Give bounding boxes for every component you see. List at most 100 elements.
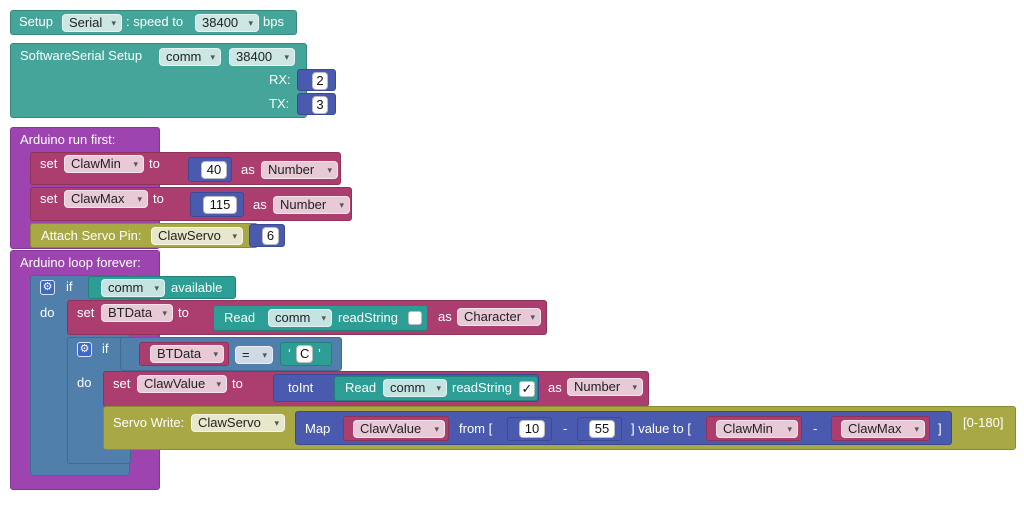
- clawmin-number-block[interactable]: 40: [188, 157, 232, 182]
- compare-op-dropdown[interactable]: = ▾: [235, 346, 273, 364]
- loop-forever-label: Arduino loop forever:: [20, 255, 141, 270]
- tx-number-block[interactable]: 3: [297, 93, 336, 115]
- comm-available-block[interactable]: comm ▾ available: [88, 276, 236, 299]
- attach-pin-number-block[interactable]: 6: [249, 224, 285, 247]
- map-clawmax-block[interactable]: ClawMax ▾: [831, 416, 930, 441]
- comm-available-dropdown[interactable]: comm ▾: [101, 279, 165, 297]
- btdata-type-dropdown[interactable]: Character ▾: [457, 308, 541, 326]
- chevron-down-icon: ▾: [210, 52, 215, 62]
- check-icon[interactable]: ✓: [519, 381, 535, 397]
- readstring-label: readString: [338, 310, 398, 325]
- map-clawvalue-value: ClawValue: [360, 421, 422, 436]
- chevron-down-icon: ▾: [284, 52, 289, 62]
- read-label: Read: [345, 380, 377, 395]
- as-label: as: [241, 162, 255, 177]
- map-clawvalue-block[interactable]: ClawValue ▾: [343, 416, 449, 441]
- rx-value-field[interactable]: 2: [312, 72, 328, 90]
- serial-port-value: Serial: [69, 15, 103, 30]
- map-clawmin-value: ClawMin: [723, 421, 773, 436]
- from-high-field[interactable]: 55: [589, 420, 615, 438]
- map-clawvalue-dropdown[interactable]: ClawValue ▾: [353, 420, 445, 438]
- range-label: [0-180]: [963, 415, 1004, 430]
- do-label: do: [77, 375, 92, 390]
- clawmin-type-value: Number: [268, 162, 315, 177]
- serial-port-dropdown[interactable]: Serial ▾: [62, 14, 122, 32]
- map-clawmin-dropdown[interactable]: ClawMin ▾: [716, 420, 798, 438]
- char-literal-block[interactable]: ‘ C ’: [280, 342, 332, 366]
- from-low-number-block[interactable]: 10: [507, 417, 552, 441]
- chevron-down-icon: ▾: [133, 159, 138, 169]
- compare-op-value: =: [242, 347, 250, 362]
- minus-label: -: [813, 421, 818, 436]
- attach-servo-dropdown[interactable]: ClawServo ▾: [151, 227, 243, 245]
- clawmax-var-dropdown[interactable]: ClawMax ▾: [64, 190, 148, 208]
- attach-servo-value: ClawServo: [158, 228, 221, 243]
- as-label: as: [253, 197, 267, 212]
- if-label: if: [102, 341, 109, 356]
- to-label: to: [178, 305, 189, 320]
- do-label: do: [40, 305, 55, 320]
- clawvalue-type-value: Number: [574, 379, 621, 394]
- if-label: if: [66, 279, 73, 294]
- clawmin-var-value: ClawMin: [71, 156, 121, 171]
- read-comm-value: comm: [275, 310, 311, 325]
- clawmax-value-field[interactable]: 115: [203, 196, 237, 214]
- chevron-down-icon: ▾: [248, 18, 253, 28]
- setup-label: Setup: [19, 14, 53, 29]
- read-comm-dropdown[interactable]: comm ▾: [268, 309, 332, 327]
- chevron-down-icon: ▾: [914, 424, 919, 434]
- as-label: as: [548, 380, 562, 395]
- chevron-down-icon: ▾: [327, 165, 332, 175]
- attach-pin-field[interactable]: 6: [262, 227, 279, 245]
- btdata-get-value: BTData: [157, 346, 202, 361]
- btdata-get-block[interactable]: BTData ▾: [139, 342, 229, 366]
- to-label: to: [232, 376, 243, 391]
- read-comm-2-dropdown[interactable]: comm ▾: [383, 379, 447, 397]
- map-clawmin-block[interactable]: ClawMin ▾: [706, 416, 802, 441]
- chevron-down-icon: ▾: [154, 283, 159, 293]
- readstring-checkbox[interactable]: [408, 311, 422, 325]
- set-clawmax-block[interactable]: set ClawMax ▾ to as Number ▾: [30, 187, 352, 221]
- clawmax-number-block[interactable]: 115: [190, 192, 244, 217]
- read-comm-block[interactable]: Read comm ▾ readString: [213, 305, 428, 331]
- rx-label: RX:: [269, 72, 291, 87]
- chevron-down-icon: ▾: [339, 200, 344, 210]
- from-high-number-block[interactable]: 55: [577, 417, 622, 441]
- setup-serial-block[interactable]: Setup Serial ▾ : speed to 38400 ▾ bps: [10, 10, 297, 35]
- clawmax-type-dropdown[interactable]: Number ▾: [273, 196, 350, 214]
- from-low-field[interactable]: 10: [519, 420, 545, 438]
- btdata-var-dropdown[interactable]: BTData ▾: [101, 304, 173, 322]
- clawmin-value-field[interactable]: 40: [201, 161, 227, 179]
- read-comm-2-block[interactable]: Read comm ▾ readString ✓: [334, 376, 538, 401]
- gear-icon[interactable]: ⚙: [40, 280, 55, 295]
- btdata-get-dropdown[interactable]: BTData ▾: [150, 345, 224, 363]
- software-serial-baud-dropdown[interactable]: 38400 ▾: [229, 48, 295, 66]
- value-to-label: ] value to [: [631, 421, 691, 436]
- tx-label: TX:: [269, 96, 290, 111]
- software-serial-name-value: comm: [166, 49, 202, 64]
- clawmin-var-dropdown[interactable]: ClawMin ▾: [64, 155, 144, 173]
- clawmin-type-dropdown[interactable]: Number ▾: [261, 161, 338, 179]
- btdata-type-value: Character: [464, 309, 522, 324]
- set-clawmin-block[interactable]: set ClawMin ▾ to as Number ▾: [30, 152, 341, 185]
- chevron-down-icon: ▾: [434, 424, 439, 434]
- software-serial-block[interactable]: SoftwareSerial Setup comm ▾ 38400 ▾ RX: …: [10, 43, 307, 118]
- gear-icon[interactable]: ⚙: [77, 342, 92, 357]
- clawvalue-var-value: ClawValue: [144, 376, 206, 391]
- chevron-down-icon: ▾: [262, 350, 267, 360]
- serial-baud-dropdown[interactable]: 38400 ▾: [195, 14, 259, 32]
- char-value-field[interactable]: C: [296, 345, 313, 363]
- map-clawmax-dropdown[interactable]: ClawMax ▾: [841, 420, 925, 438]
- clawvalue-type-dropdown[interactable]: Number ▾: [567, 378, 643, 396]
- chevron-down-icon: ▾: [137, 194, 142, 204]
- tx-value-field[interactable]: 3: [312, 96, 328, 114]
- rx-number-block[interactable]: 2: [297, 69, 336, 91]
- servo-write-dropdown[interactable]: ClawServo ▾: [191, 414, 285, 432]
- open-quote: ‘: [288, 346, 291, 361]
- available-label: available: [171, 280, 223, 295]
- clawvalue-var-dropdown[interactable]: ClawValue ▾: [137, 375, 227, 393]
- chevron-down-icon: ▾: [216, 379, 221, 389]
- set-label: set: [40, 156, 58, 171]
- software-serial-name-dropdown[interactable]: comm ▾: [159, 48, 221, 66]
- attach-servo-block[interactable]: Attach Servo Pin: ClawServo ▾: [30, 223, 258, 248]
